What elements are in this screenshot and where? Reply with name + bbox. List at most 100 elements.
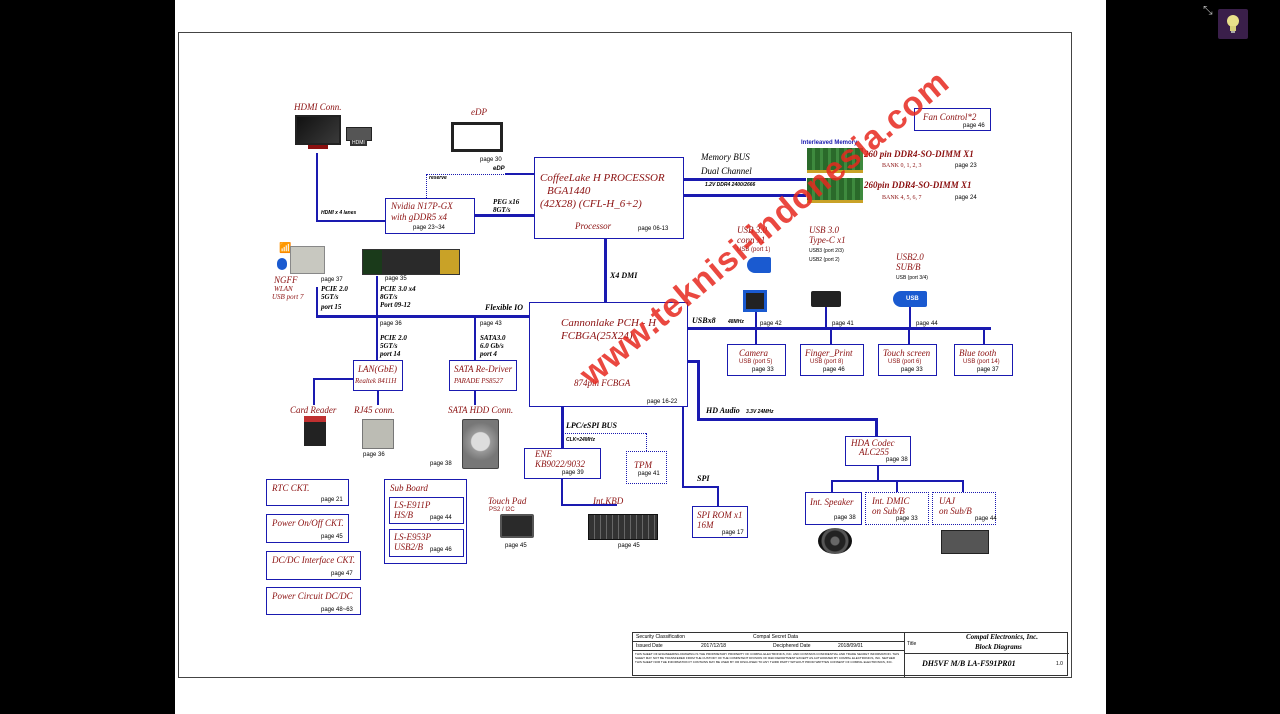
- rtc-page: page 21: [321, 497, 343, 503]
- hda-chip: ALC255: [859, 447, 890, 457]
- touchpad-page: page 45: [505, 543, 527, 549]
- spi-page: page 17: [722, 530, 744, 536]
- hdmi-link: HDMI x 4 lanes: [321, 210, 357, 216]
- lan-box: LAN(GbE) Realtek 8411H: [353, 360, 403, 391]
- dmic-title: Int. DMIC: [872, 496, 910, 506]
- spi-rom-box: SPI ROM x1 16M page 17: [692, 506, 748, 538]
- tpm-box: TPM page 41: [626, 451, 667, 484]
- hda-line-stub: [688, 360, 700, 363]
- rj45-icon: [362, 419, 394, 449]
- camera-line: [755, 330, 757, 344]
- peg-label: PEG x16: [493, 198, 520, 206]
- touch-screen-box: Touch screen USB (port 6) page 33: [878, 344, 937, 376]
- finger-title: Finger_Print: [805, 348, 853, 358]
- usb2-sub-port: USB (port 3/4): [896, 275, 928, 281]
- spi-line-down: [717, 486, 719, 506]
- uaj-box: UAJ on Sub/B page 44: [932, 492, 997, 525]
- fan-title: Fan Control*2: [923, 112, 977, 122]
- hda-page: page 38: [886, 457, 908, 463]
- camera-page: page 33: [752, 367, 774, 373]
- lan-card-line: [313, 378, 315, 405]
- gpu-box: Nvidia N17P-GX with gDDR5 x4 page 23~34: [385, 198, 475, 234]
- sata-title: SATA Re-Driver: [454, 364, 513, 374]
- pch-page: page 16-22: [647, 399, 678, 405]
- usb3-port-icon: [743, 290, 767, 312]
- finger-line: [830, 330, 832, 344]
- subboard-b2s: USB2/B: [394, 542, 423, 552]
- pwrckt-page: page 48~63: [321, 607, 353, 613]
- lan-line: [376, 318, 378, 360]
- ngff-title: NGFF: [274, 275, 298, 285]
- bluetooth-box: Blue tooth USB (port 14) page 37: [954, 344, 1013, 376]
- hdmi-line-h: [316, 220, 385, 222]
- cpu-title: CoffeeLake H PROCESSOR: [540, 172, 665, 184]
- usb3-conn-title: USB 3.0: [737, 225, 767, 235]
- fullscreen-exit-icon[interactable]: ⤡: [1203, 3, 1213, 17]
- cpu-box: CoffeeLake H PROCESSOR BGA1440 (42X28) (…: [534, 157, 684, 239]
- tb-security-val: Compal Secret Data: [753, 634, 799, 640]
- drawing-frame: [178, 32, 1072, 678]
- dcdc-title: DC/DC Interface CKT.: [272, 555, 356, 565]
- ene-down-line: [561, 479, 563, 505]
- touchpad-sub: PS2 / I2C: [489, 507, 515, 513]
- lan-split-line: [313, 378, 353, 380]
- bt-port: USB (port 14): [963, 359, 1000, 365]
- usb3-conn-line: [755, 312, 757, 327]
- rj45-page: page 36: [363, 452, 385, 458]
- uaj-title: UAJ: [939, 496, 955, 506]
- tb-security: Security Classification: [636, 634, 685, 640]
- typec-page: page 41: [832, 321, 854, 327]
- hda-volt: 3.3V 24MHz: [746, 409, 774, 415]
- finger-print-box: Finger_Print USB (port 8) page 46: [800, 344, 864, 376]
- uaj-sub: on Sub/B: [939, 506, 972, 516]
- sata-port: port 4: [480, 350, 497, 358]
- usb3-conn-page: page 42: [760, 321, 782, 327]
- memory-bus-label: Memory BUS: [701, 152, 750, 162]
- subboard-b1: LS-E911P: [394, 500, 431, 510]
- dimm-image-1: [807, 148, 863, 173]
- bluetooth-icon: [277, 258, 287, 270]
- dimm-1-page: page 23: [955, 163, 977, 169]
- camera-box: Camera USB (port 5) page 33: [727, 344, 786, 376]
- cpu-page: page 06-13: [638, 226, 669, 232]
- edp-line-h: [505, 173, 534, 175]
- ssd-card-icon: [362, 249, 460, 275]
- fan-control-box: Fan Control*2 page 46: [914, 108, 991, 131]
- hdd-title: SATA HDD Conn.: [448, 405, 514, 415]
- power-title: Power On/Off CKT.: [272, 518, 344, 528]
- hdmi-title: HDMI Conn.: [294, 102, 342, 112]
- speaker-page: page 38: [834, 515, 856, 521]
- ssd-pcie: PCIE 3.0 x4: [380, 285, 416, 293]
- lan-rj45-line: [377, 391, 379, 405]
- memory-interleaved: Interleaved Memory: [801, 140, 858, 146]
- lan-pcie: PCIE 2.0: [380, 334, 407, 342]
- ngff-portno: port 15: [321, 303, 342, 311]
- ene-page: page 39: [562, 470, 584, 476]
- schematic-sheet: CoffeeLake H PROCESSOR BGA1440 (42X28) (…: [175, 0, 1106, 714]
- hda-bus: HD Audio: [706, 406, 740, 415]
- tb-docnum: DH5VF M/B LA-F591PR01: [922, 659, 1016, 668]
- touch-line: [908, 330, 910, 344]
- usb2-sub-title: USB2.0: [896, 252, 924, 262]
- spi-bus: SPI: [697, 474, 710, 483]
- gpu-page: page 23~34: [413, 225, 445, 231]
- touchpad-icon: [500, 514, 534, 538]
- touch-title: Touch screen: [883, 348, 931, 358]
- usb-logo-icon-2: [893, 291, 927, 307]
- sata-line: [474, 318, 476, 360]
- wifi-icon: 📶: [279, 243, 292, 254]
- usb2-sub-logo: USB: [906, 296, 919, 302]
- camera-port: USB (port 5): [739, 359, 773, 365]
- peg-speed: 8GT/s: [493, 206, 511, 214]
- camera-title: Camera: [739, 348, 768, 358]
- dimm-1-title: 260 pin DDR4-SO-DIMM X1: [864, 149, 974, 159]
- tb-title-label: Title: [907, 641, 917, 647]
- title-block: Security Classification Compal Secret Da…: [632, 632, 1069, 677]
- speaker-box: Int. Speaker page 38: [805, 492, 862, 525]
- lightbulb-icon[interactable]: [1218, 9, 1248, 39]
- bt-title: Blue tooth: [959, 348, 997, 358]
- pch-pkg: FCBGA(25X24): [561, 330, 633, 342]
- sub-board-usb2b-box: LS-E953P USB2/B page 46: [389, 529, 464, 557]
- memory-line-1: [684, 178, 806, 181]
- subboard-b1p: page 44: [430, 515, 452, 521]
